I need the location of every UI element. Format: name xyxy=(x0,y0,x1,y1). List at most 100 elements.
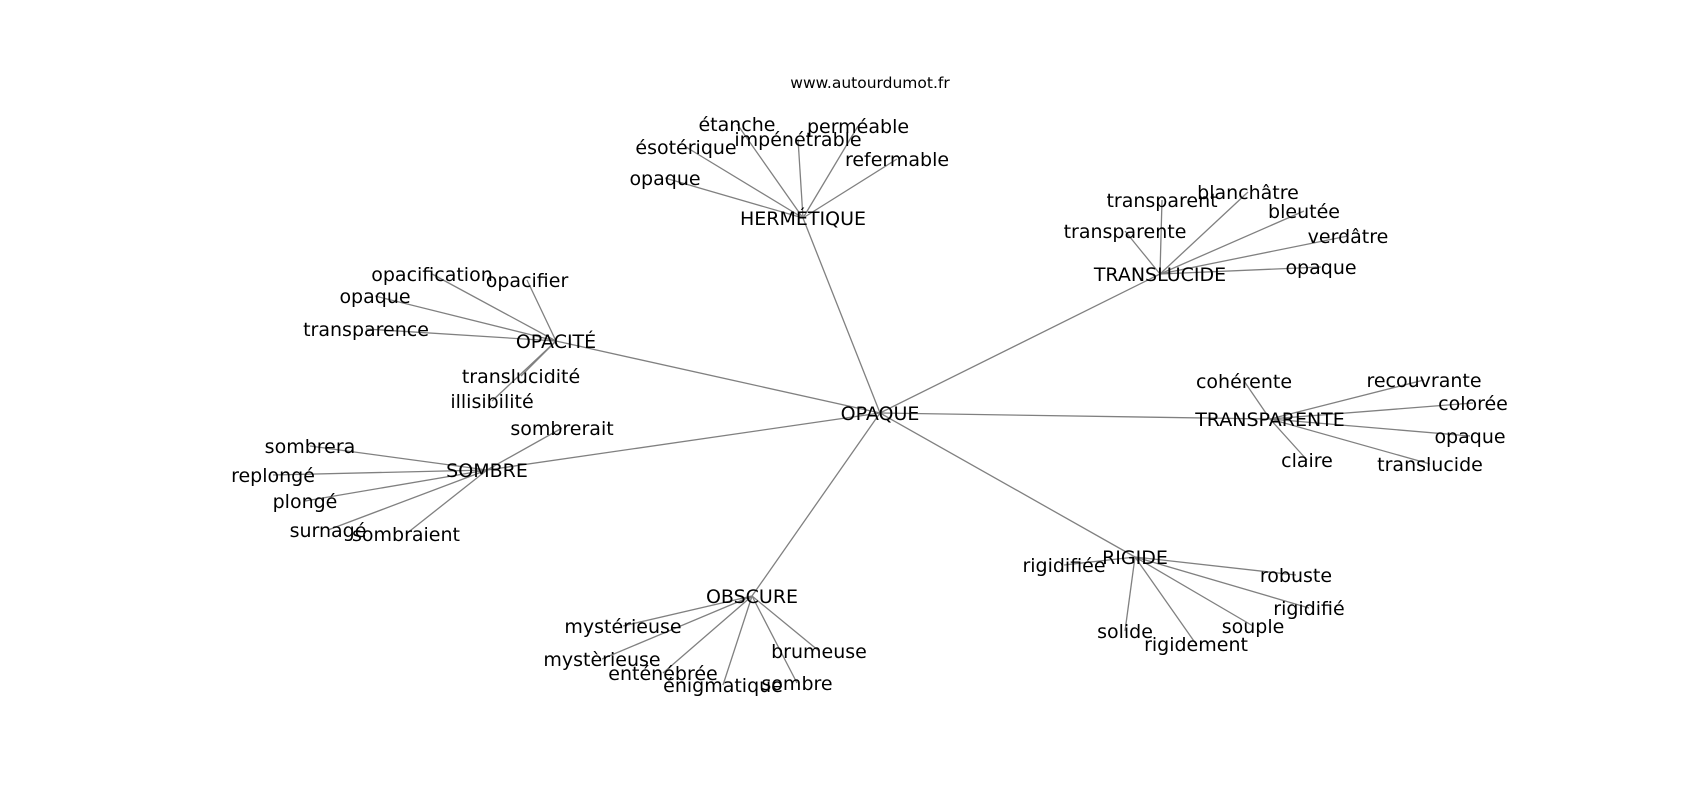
edge-hub-word xyxy=(1134,556,1310,609)
leaf-word: translucide xyxy=(1377,454,1483,476)
edge-hub-word xyxy=(736,123,804,219)
hub-word: RIGIDE xyxy=(1102,547,1168,569)
edge-hub-word xyxy=(685,146,804,219)
leaf-word: énigmatique xyxy=(663,675,783,697)
leaf-word: illisibilité xyxy=(450,391,533,413)
edge-hub-word xyxy=(662,595,753,674)
leaf-word: transparence xyxy=(303,319,429,341)
leaf-word: opaque xyxy=(1285,257,1356,279)
edge-hub-word xyxy=(751,595,820,652)
leaf-word: robuste xyxy=(1260,565,1332,587)
leaf-word: bleutée xyxy=(1268,201,1340,223)
edge-hub-word xyxy=(1159,210,1305,275)
edge-center-hub xyxy=(879,273,1161,414)
leaf-word: cohérente xyxy=(1196,371,1292,393)
leaf-word: ésotérique xyxy=(635,137,736,159)
leaf-word: blanchâtre xyxy=(1197,182,1299,204)
leaf-word: sombrera xyxy=(265,436,356,458)
edge-hub-word xyxy=(664,177,804,219)
leaf-word: transparente xyxy=(1064,221,1187,243)
leaf-word: recouvrante xyxy=(1366,370,1481,392)
edge-hub-word xyxy=(304,469,488,502)
leaf-word: impénétrable xyxy=(734,129,861,151)
leaf-word: transparent xyxy=(1106,190,1217,212)
edge-hub-word xyxy=(1063,556,1136,566)
hub-word: OPACITÉ xyxy=(516,330,596,353)
edge-hub-word xyxy=(1269,418,1431,465)
leaf-word: replongé xyxy=(231,465,315,487)
leaf-word: opaque xyxy=(1434,426,1505,448)
graph-edges xyxy=(272,123,1474,686)
leaf-word: rigidifié xyxy=(1273,598,1344,620)
leaf-word: sombrerait xyxy=(510,418,613,440)
edge-hub-word xyxy=(486,427,563,471)
edge-hub-word xyxy=(802,125,859,219)
leaf-word: sombre xyxy=(761,673,832,695)
edge-hub-word xyxy=(491,340,557,402)
edge-hub-word xyxy=(405,469,488,535)
leaf-word: étanche xyxy=(698,114,775,136)
edge-hub-word xyxy=(272,469,488,476)
leaf-word: opaque xyxy=(629,168,700,190)
hub-word: SOMBRE xyxy=(446,460,528,482)
edge-center-hub xyxy=(486,412,881,471)
edge-hub-word xyxy=(1134,556,1197,645)
edge-hub-word xyxy=(1159,199,1163,275)
edge-hub-word xyxy=(1159,191,1249,275)
leaf-word: perméable xyxy=(807,116,909,138)
edge-hub-word xyxy=(1159,266,1322,275)
edge-hub-word xyxy=(431,273,557,342)
edge-hub-word xyxy=(1269,379,1425,420)
edge-hub-word xyxy=(1124,556,1136,632)
leaf-word: sombraient xyxy=(352,524,460,546)
edge-center-hub xyxy=(879,412,1271,420)
leaf-word: surnagé xyxy=(290,520,367,542)
leaf-word: verdâtre xyxy=(1308,226,1389,248)
edge-hub-word xyxy=(1124,230,1161,275)
edge-hub-word xyxy=(751,595,798,684)
edge-hub-word xyxy=(374,295,557,342)
leaf-word: refermable xyxy=(845,149,949,171)
hub-word: OBSCURE xyxy=(706,586,798,608)
leaf-word: opaque xyxy=(339,286,410,308)
edge-hub-word xyxy=(365,328,557,342)
edge-hub-word xyxy=(327,469,488,531)
leaf-word: mystèrieuse xyxy=(543,649,660,671)
edge-hub-word xyxy=(622,595,753,627)
leaf-word: plongé xyxy=(273,491,338,513)
hub-word: TRANSPARENTE xyxy=(1194,409,1345,431)
edge-hub-word xyxy=(1159,235,1349,275)
edge-center-hub xyxy=(751,412,881,597)
leaf-word: opacification xyxy=(371,264,493,286)
leaf-word: mystérieuse xyxy=(564,616,681,638)
edge-center-hub xyxy=(555,340,881,414)
edge-hub-word xyxy=(797,138,804,219)
edge-hub-word xyxy=(1269,402,1474,420)
leaf-word: brumeuse xyxy=(771,641,867,663)
edge-hub-word xyxy=(309,445,488,471)
edge-hub-word xyxy=(526,279,557,342)
source-label: www.autourdumot.fr xyxy=(790,74,950,92)
leaf-word: translucidité xyxy=(462,366,580,388)
edge-hub-word xyxy=(1134,556,1297,576)
leaf-word: claire xyxy=(1281,450,1333,472)
edge-center-hub xyxy=(802,217,881,414)
leaf-word: rigidement xyxy=(1144,634,1248,656)
center-word: OPAQUE xyxy=(841,403,920,425)
edge-hub-word xyxy=(1243,380,1271,420)
edge-hub-word xyxy=(802,158,898,219)
edge-hub-word xyxy=(601,595,753,660)
leaf-word: souple xyxy=(1222,616,1285,638)
edge-hub-word xyxy=(1134,556,1254,627)
leaf-word: enténébrée xyxy=(608,663,717,685)
edge-hub-word xyxy=(1269,418,1471,437)
leaf-word: solide xyxy=(1097,621,1153,643)
leaf-word: colorée xyxy=(1438,393,1508,415)
leaf-word: opacifier xyxy=(486,270,569,292)
leaf-word: rigidifiée xyxy=(1022,555,1105,577)
edge-hub-word xyxy=(1269,418,1308,461)
hub-word: TRANSLUCIDE xyxy=(1093,264,1226,286)
edge-center-hub xyxy=(879,412,1136,558)
